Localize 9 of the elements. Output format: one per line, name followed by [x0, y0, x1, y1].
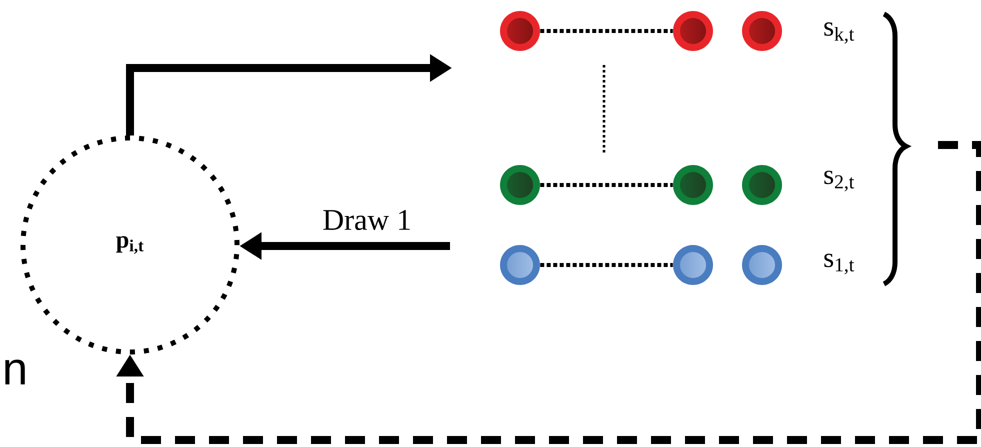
series-label: s$_{k,t}$	[824, 22, 854, 44]
dotted-line	[540, 183, 673, 187]
letter: n	[5, 360, 25, 384]
edge-label: Draw 1	[323, 210, 410, 230]
dotted-line	[540, 263, 673, 267]
dotted-line	[540, 29, 673, 33]
series-label: s$_{2,t}$	[824, 170, 854, 192]
arrow	[116, 141, 981, 444]
series-label: s$_{1,t}$	[824, 254, 854, 274]
